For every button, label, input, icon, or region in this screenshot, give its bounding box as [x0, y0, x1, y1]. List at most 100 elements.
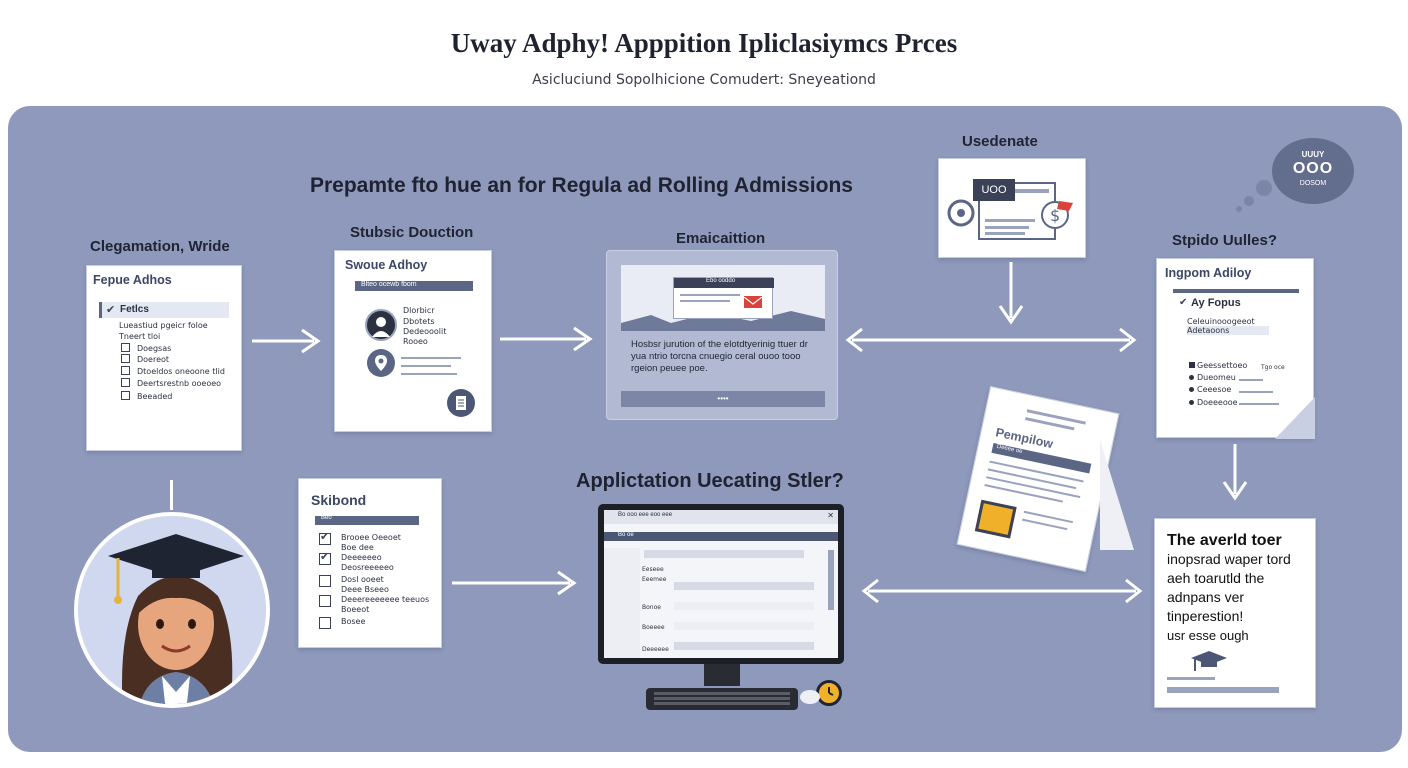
arrow-down-icon [998, 262, 1024, 325]
checkbox[interactable] [319, 617, 331, 629]
thought-bubble [1244, 196, 1254, 206]
step6-banner: Beo [315, 515, 419, 525]
close-icon[interactable]: ✕ [827, 511, 834, 520]
browser-tab[interactable]: Bo ooo eee eoo eee [618, 512, 673, 518]
step1-line: Deertsrestnb ooeoeo [137, 379, 222, 388]
step5-line: Doeeeooe [1197, 398, 1238, 407]
browser-sidebar [604, 548, 640, 658]
step2-line: Dbotets [403, 317, 435, 326]
svg-text:$: $ [1050, 206, 1060, 225]
bullet-icon [1189, 375, 1194, 380]
email-window: Ebo ooddo [673, 277, 774, 319]
step1-banner: ✔ Fetlcs [99, 302, 229, 318]
thought-bubble [1256, 180, 1272, 196]
checkbox-checked[interactable]: ✔ [319, 531, 331, 545]
step1-line: Tneert tloi [119, 332, 161, 341]
step2-line [401, 357, 461, 359]
browser-row[interactable] [674, 582, 814, 590]
step3-pager: •••• [621, 391, 825, 407]
bullet-icon [1189, 400, 1194, 405]
step1-card: Fepue Adhos ✔ Fetlcs Lueastiud pgeicr fo… [86, 265, 242, 451]
browser-row[interactable] [674, 642, 814, 650]
monitor-row-label: Eeemee [642, 576, 667, 583]
step7-image [974, 499, 1017, 539]
callout-card: The averld toer inopsrad waper tord aeh … [1154, 518, 1316, 708]
step3-label: Emaicaittion [676, 230, 766, 247]
scrollbar[interactable] [828, 550, 834, 610]
step6-line: Boeeot [341, 605, 370, 614]
step7-banner-text: Deeee oe [996, 443, 1023, 456]
mouse-icon[interactable] [800, 690, 820, 704]
monitor-row-label: Boeeee [642, 624, 665, 631]
browser-row[interactable] [674, 622, 814, 630]
step5-label: Stpido Uulles? [1172, 232, 1277, 249]
sub-heading: Applictation Uecating Stler? [576, 470, 844, 492]
email-line [680, 294, 740, 296]
step6-line: Deeeeeeo [341, 553, 382, 562]
checkbox[interactable] [121, 354, 130, 363]
checkbox[interactable] [121, 366, 130, 375]
bullet-icon [1189, 387, 1194, 392]
checkbox[interactable] [121, 378, 130, 387]
browser-tabbar: Bo ooo eee eoo eee ✕ [604, 510, 838, 524]
step2-card-title: Swoue Adhoy [345, 258, 428, 272]
step2-line [401, 365, 451, 367]
email-line [680, 300, 730, 302]
arrow-right-icon [452, 570, 577, 596]
checkbox-checked[interactable]: ✔ [319, 551, 331, 565]
step6-line: Brooee Oeeoet [341, 533, 401, 542]
step1-label: Clegamation, Wride [90, 238, 230, 255]
step4-label: Usedenate [962, 133, 1038, 150]
page-title: Uway Adphy! Apppition Ipliclasiymcs Prce… [450, 28, 958, 58]
document-icon[interactable] [447, 389, 475, 417]
step1-card-title: Fepue Adhos [93, 273, 172, 287]
callout-line: The averld toer [1167, 532, 1282, 549]
keyboard[interactable] [646, 688, 798, 710]
thought-bubble [1236, 206, 1242, 212]
step5-line: Geessettoeo [1197, 361, 1248, 370]
checkbox[interactable] [319, 575, 331, 587]
step5-tag: Tgo oce [1261, 364, 1285, 371]
step3-window: Ebo ooddo [621, 265, 825, 331]
callout-line: usr esse ough [1167, 628, 1249, 643]
arrow-right-icon [252, 328, 321, 354]
callout-line: adnpans ver [1167, 589, 1245, 605]
main-heading: Prepamte fto hue an for Regula ad Rollin… [310, 174, 853, 197]
connector-line [170, 480, 173, 510]
email-window-title: Ebo ooddo [706, 278, 736, 284]
logo-badge: UUUY OOO DOSOM [1272, 138, 1354, 204]
stopwatch-icon [816, 680, 842, 706]
step7-line [984, 484, 1064, 503]
checkbox[interactable] [121, 343, 130, 352]
monitor-row-label: Eeseee [642, 566, 664, 573]
arrow-down-icon [1222, 444, 1248, 501]
browser-header: Bo oe [604, 532, 838, 541]
envelope-icon [743, 296, 763, 308]
step6-line: Dosl ooeet [341, 575, 384, 584]
step1-line: Doegsas [137, 344, 172, 353]
step3-card: Ebo ooddo Hosbsr jurution of the elotdty… [606, 250, 838, 420]
step3-body: Hosbsr jurution of the elotdtyerinig ttu… [631, 339, 808, 374]
step6-card: Skibond Beo ✔ Brooee Oeeoet Boe dee ✔ De… [298, 478, 442, 648]
step2-line: Dedeooolit [403, 327, 447, 336]
step6-line: Bosee [341, 617, 366, 626]
step2-line: Dlorbicr [403, 306, 435, 315]
step5-line: Adetaoons [1187, 326, 1270, 335]
location-pin-icon [367, 349, 395, 377]
browser-row[interactable] [674, 602, 814, 610]
step1-banner-text: Fetlcs [120, 304, 149, 315]
logo-text-bottom: DOSOM [1299, 180, 1327, 187]
browser-row[interactable] [644, 550, 804, 558]
callout-line-graphic [1167, 687, 1279, 693]
step1-line: Doereot [137, 355, 170, 364]
checkbox[interactable] [121, 391, 130, 400]
step6-banner-text: Beo [321, 515, 332, 521]
step5-card-title: Ingpom Adiloy [1165, 266, 1252, 280]
step2-label: Stubsic Douction [350, 224, 474, 241]
step2-banner-text: Blteo ocewb fbom [361, 281, 417, 288]
monitor-row-label: Deeeeee [642, 646, 669, 653]
step2-card: Swoue Adhoy Blteo ocewb fbom Dlorbicr Db… [334, 250, 492, 432]
email-window-titlebar: Ebo ooddo [674, 278, 774, 288]
step6-line: Boe dee [341, 543, 374, 552]
checkbox[interactable] [319, 595, 331, 607]
